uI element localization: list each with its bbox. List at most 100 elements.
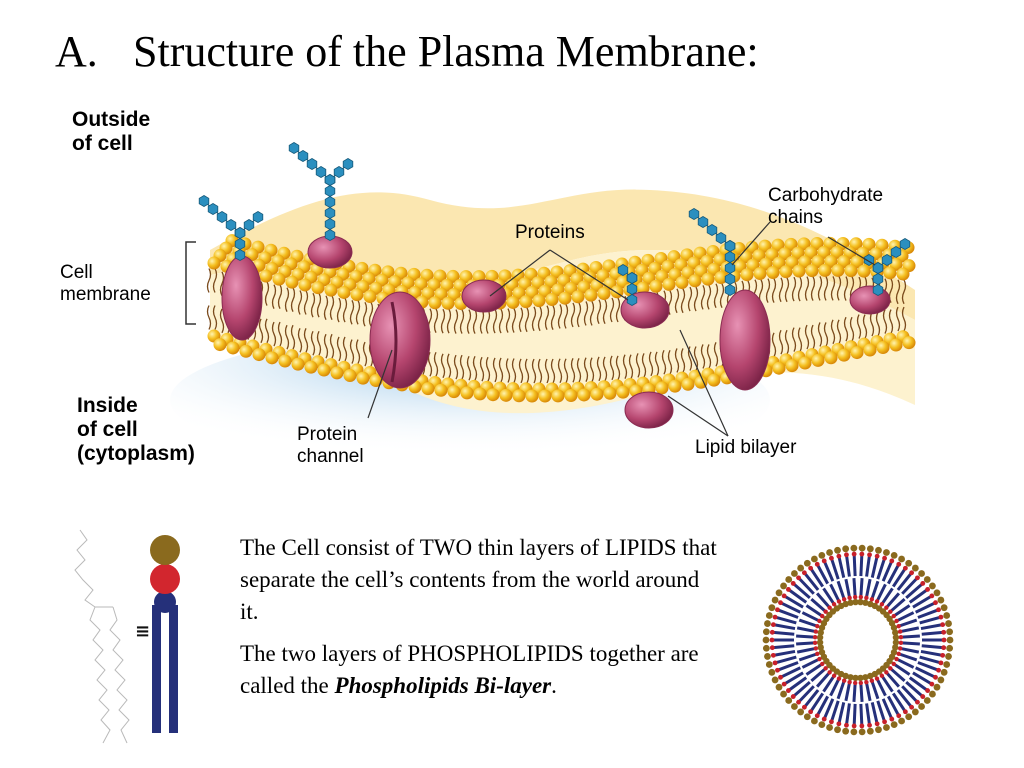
- lipid-tail: [277, 321, 283, 347]
- lipid-head: [428, 296, 442, 310]
- lipid-tail: [862, 314, 868, 339]
- liposome-head: [764, 620, 771, 627]
- lipid-tail: [485, 309, 491, 334]
- liposome-tail: [895, 611, 915, 623]
- lipid-head: [330, 366, 344, 380]
- lipid-tail: [290, 287, 296, 312]
- liposome-head: [937, 596, 945, 604]
- liposome-head: [852, 598, 859, 606]
- sugar-bead: [724, 240, 736, 252]
- lipid-tail: [479, 356, 485, 382]
- lipid-head: [239, 344, 253, 358]
- lipid-head: [532, 294, 546, 308]
- lipid-tail: [446, 308, 452, 334]
- liposome-head: [834, 726, 841, 734]
- lipid-head: [753, 267, 767, 281]
- lipid-tail: [628, 354, 634, 380]
- liposome-head: [889, 716, 895, 722]
- lipid-head: [798, 255, 812, 269]
- lipid-tail: [511, 358, 517, 383]
- liposome-head: [888, 666, 893, 671]
- lipid-head: [857, 264, 871, 278]
- lipid-head: [655, 381, 669, 395]
- liposome-tail: [829, 583, 841, 603]
- liposome-head: [864, 595, 869, 601]
- liposome-head: [884, 605, 889, 610]
- lipid-tail: [849, 316, 855, 342]
- liposome-head: [780, 582, 787, 590]
- liposome-head: [850, 544, 858, 552]
- liposome-head: [896, 713, 902, 719]
- liposome-head: [867, 722, 872, 728]
- liposome-head: [898, 634, 904, 640]
- liposome-tail: [829, 677, 841, 697]
- lipid-tail: [583, 301, 589, 326]
- lipid-head: [668, 379, 682, 393]
- lipid-tail: [206, 268, 212, 293]
- liposome-head: [883, 724, 890, 731]
- lipid-head: [597, 286, 611, 300]
- lipid-tail: [310, 292, 316, 318]
- liposome-head: [817, 656, 822, 662]
- liposome-head: [817, 618, 822, 624]
- liposome-head: [785, 697, 793, 704]
- liposome-head: [791, 570, 798, 577]
- lipid-tail: [472, 355, 478, 381]
- lipid-tail: [316, 292, 322, 318]
- lipid-tail: [349, 299, 355, 325]
- liposome-head: [770, 622, 776, 628]
- liposome-tail: [888, 597, 906, 614]
- sugar-bead: [243, 219, 255, 231]
- lipid-tail: [804, 324, 810, 350]
- sugar-bead: [626, 294, 638, 306]
- lipid-tail: [459, 309, 465, 334]
- liposome-head: [836, 553, 842, 559]
- lipid-tail: [472, 309, 478, 334]
- liposome-head: [937, 676, 945, 684]
- liposome-head: [859, 551, 865, 557]
- sugar-bead: [216, 211, 228, 223]
- lipid-tail: [602, 299, 608, 325]
- liposome-head: [831, 602, 837, 607]
- slide-title: A.Structure of the Plasma Membrane:: [55, 26, 759, 78]
- liposome-head: [896, 651, 901, 657]
- lipid-tail: [524, 358, 530, 384]
- liposome-head: [874, 676, 880, 681]
- sugar-bead: [324, 229, 336, 241]
- liposome-head: [786, 688, 791, 693]
- lipid-tail: [492, 357, 498, 383]
- liposome-tail: [796, 641, 817, 646]
- liposome-head: [818, 721, 826, 728]
- liposome-head: [898, 717, 905, 725]
- lipid-head: [525, 389, 539, 403]
- lipid-head: [485, 269, 499, 283]
- lipid-head: [779, 265, 793, 279]
- lipid-tail: [667, 349, 673, 375]
- liposome-tail: [892, 662, 911, 676]
- lipid-head: [460, 386, 474, 400]
- membrane-protein: [719, 289, 771, 391]
- lipid-tail: [654, 351, 660, 377]
- liposome-head: [891, 613, 896, 619]
- lipid-tail: [271, 321, 277, 347]
- liposome-head: [842, 545, 850, 553]
- lipid-head: [889, 338, 903, 352]
- liposome-head: [911, 564, 919, 572]
- paragraph-2: The two layers of PHOSPHOLIPIDS together…: [240, 638, 720, 702]
- lipid-head: [805, 264, 819, 278]
- liposome-head: [869, 678, 875, 683]
- liposome-tail: [836, 580, 846, 601]
- lipid-tail: [641, 353, 647, 378]
- liposome-head: [769, 629, 775, 635]
- lipid-head: [811, 353, 825, 367]
- lipid-tail: [355, 339, 361, 364]
- liposome-head: [803, 713, 811, 721]
- liposome-head: [923, 576, 931, 583]
- liposome-head: [762, 644, 770, 652]
- liposome-head: [909, 704, 915, 710]
- sugar-bead: [252, 211, 264, 223]
- lipid-tail: [817, 322, 823, 347]
- liposome-tail: [899, 641, 920, 646]
- lipid-tail: [570, 302, 576, 328]
- lipid-head: [278, 354, 292, 368]
